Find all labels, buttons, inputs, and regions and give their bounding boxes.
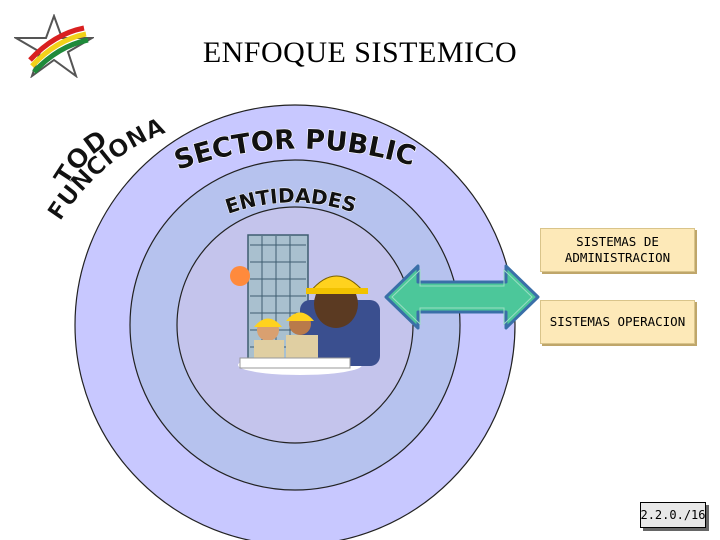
workers-clipart bbox=[230, 234, 380, 375]
box-sistemas-administracion: SISTEMAS DE ADMINISTRACION bbox=[540, 228, 695, 272]
sector-publico-label: SECTOR PUBLICO bbox=[0, 0, 419, 177]
star-logo-icon bbox=[12, 13, 96, 79]
page-number-badge: 2.2.0./16 bbox=[640, 502, 706, 528]
page-title: ENFOQUE SISTEMICO bbox=[202, 36, 518, 69]
double-arrow-icon[interactable] bbox=[384, 264, 540, 330]
box-sistemas-operacion: SISTEMAS OPERACION bbox=[540, 300, 695, 344]
